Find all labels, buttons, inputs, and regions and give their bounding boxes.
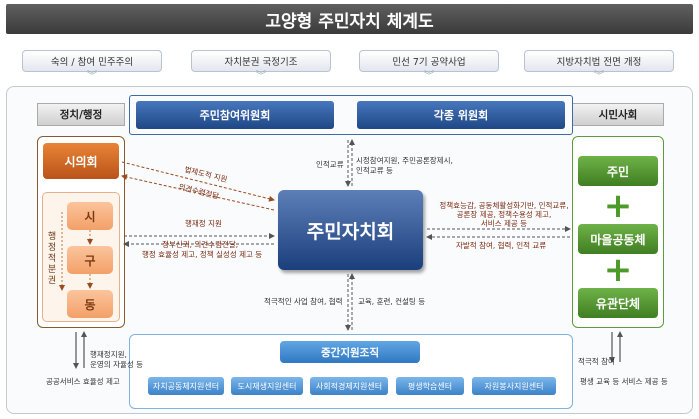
- intermediary-item: 자원봉사지원센터: [472, 377, 556, 395]
- label-far-left-2: 운영의 자율성 등: [90, 360, 144, 369]
- admin-unit-dong: 동: [67, 290, 113, 318]
- diagram-title: 고양형 주민자치 체계도: [6, 4, 693, 34]
- top-pill-pledge: 민선 7기 공약사업: [359, 50, 499, 72]
- chevron-down-icon: ︾: [594, 71, 604, 82]
- right-header: 시민사회: [572, 103, 664, 126]
- intermediary-item: 사회적경제지원센터: [310, 377, 388, 395]
- resident-participation-committee: 주민참여위원회: [136, 101, 334, 129]
- label-bottom-mid: 교육, 훈련, 컨설팅 등: [358, 297, 426, 306]
- intermediary-item: 자치공동체지원센터: [148, 377, 224, 395]
- label-admin-efficiency: 행정 효율성 제고, 정책 실성성 제고 등: [142, 250, 263, 259]
- label-policy-suggest-2: 인적교류 등: [356, 166, 393, 175]
- chevron-down-icon: ︾: [87, 71, 97, 82]
- resident-autonomy-council: 주민자치회: [278, 190, 423, 270]
- various-committees: 각종 위원회: [357, 101, 565, 129]
- label-personnel-exchange: 인적교류: [316, 160, 344, 169]
- village-community-box: 마을공동체: [578, 224, 658, 254]
- chevron-down-icon: ︾: [424, 71, 434, 82]
- label-admin-support: 행재정 지원: [185, 219, 222, 228]
- label-far-right-2: 평생 교육 등 서비스 제공 등: [580, 377, 668, 386]
- admin-unit-district: 구: [67, 246, 113, 274]
- top-pill-decentralization: 자치분권 국정기조: [191, 50, 331, 72]
- label-policy-suggest: 시정참여지원, 주민공론장제시,: [356, 156, 453, 165]
- intermediary-item: 평생학습센터: [396, 377, 464, 395]
- left-header: 정치/행정: [37, 103, 125, 126]
- committees-frame: [129, 95, 573, 135]
- intermediary-item: 도시재생지원센터: [231, 377, 303, 395]
- label-right-lower: 자발적 참여, 협력, 인적 교류: [456, 241, 547, 250]
- label-far-left-3: 공공서비스 효율성 제고: [46, 377, 120, 386]
- related-organizations-box: 유관단체: [578, 288, 658, 318]
- label-policy-trust: 정부신뢰, 의견수렴전달,: [162, 240, 239, 249]
- label-right-upper-3: 서비스 제공 등: [480, 219, 528, 228]
- label-far-right-1: 적극적 참여: [578, 357, 615, 366]
- label-right-upper-2: 공론장 제공, 정책수용성 제고,: [456, 210, 552, 219]
- admin-unit-city: 시: [67, 202, 113, 230]
- city-council: 시의회: [43, 143, 119, 179]
- label-far-left-1: 행재정지원,: [90, 350, 127, 359]
- label-bottom-left: 적극적인 사업 참여, 협력: [264, 297, 343, 306]
- chevron-down-icon: ︾: [256, 71, 266, 82]
- plus-icon: +: [603, 250, 633, 290]
- label-right-upper-1: 정책효능감, 공동체활성화기반, 인적교류,: [439, 201, 569, 210]
- top-pill-law-reform: 지방자치법 전면 개정: [524, 50, 674, 72]
- residents-box: 주민: [578, 156, 658, 186]
- intermediary-title: 중간지원조직: [280, 341, 420, 363]
- plus-icon: +: [603, 186, 633, 226]
- top-pill-deliberation: 숙의 / 참여 민주주의: [22, 50, 162, 72]
